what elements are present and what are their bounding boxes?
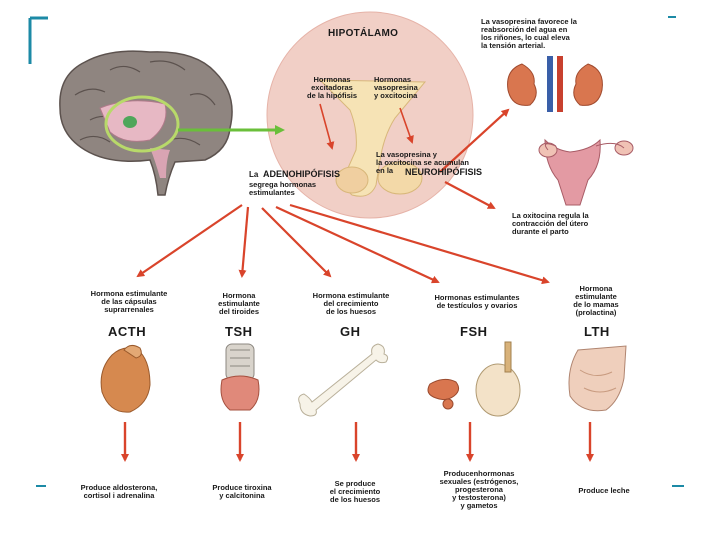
highlight-ring: [104, 95, 180, 153]
effect-gh: Se produce el crecimiento de los huesos: [329, 479, 381, 504]
adeno-suffix: segrega hormonas estimulantes: [249, 180, 317, 197]
hormone-code-gh: GH: [340, 324, 361, 339]
vasopressin-effect-text: La vasopresina favorece la reabsorción d…: [481, 17, 577, 50]
uterus-icon: [538, 138, 634, 206]
effect-fsh: Producenhormonas sexuales (estrógenos, p…: [439, 469, 519, 510]
hormone-desc-acth: Hormona estimulante de las cápsulas supr…: [90, 289, 168, 314]
kidney-icon: [507, 56, 603, 112]
effect-acth: Produce aldosterona, cortisol i adrenali…: [80, 483, 158, 500]
arrow-to-neuro: [399, 107, 414, 144]
arrow-to-adeno: [319, 103, 335, 150]
hormone-desc-gh: Hormona estimulante del crecimiento de l…: [312, 291, 390, 316]
brain-icon: [59, 50, 233, 196]
hormone-code-fsh: FSH: [460, 324, 488, 339]
bone-icon: [298, 343, 389, 417]
neurohypophysis-label: NEUROHIPÓFISIS: [405, 167, 483, 177]
arrow-to-kidney: [439, 108, 510, 173]
excitatory-hormones-label: Hormonas excitadoras de la hipófisis: [306, 75, 357, 100]
thyroid-icon: [220, 343, 260, 411]
hormone-desc-tsh: Hormona estimulante del tiroides: [218, 291, 260, 316]
gonads-icon: [427, 341, 521, 417]
adeno-prefix: La: [249, 170, 259, 179]
adenohypophysis-label: ADENOHIPÓFISIS: [263, 169, 341, 179]
oxytocin-effect-text: La oxitocina regula la contracción del ú…: [512, 211, 589, 236]
hormone-code-tsh: TSH: [225, 324, 253, 339]
hormone-desc-lth: Hormona estimulante de lo mamas (prolact…: [573, 284, 619, 317]
arrow-acth: [136, 204, 243, 278]
arrow-lth: [289, 203, 550, 285]
pituitary-stalk-icon: [318, 79, 427, 197]
hypothalamus-title: HIPOTÁLAMO: [328, 28, 399, 39]
arrow-fsh: [275, 206, 440, 284]
vasopressin-hormones-label: Hormonas vasopresina y oxcitocina: [374, 75, 418, 100]
hormone-desc-fsh: Hormonas estimulantes de testículos y ov…: [434, 293, 520, 310]
hormone-code-lth: LTH: [584, 324, 610, 339]
adrenal-gland-icon: [100, 344, 151, 413]
arrow-tsh: [238, 206, 250, 278]
effect-tsh: Produce tiroxina y calcitonina: [212, 483, 272, 500]
frame-corner-top-left: [28, 16, 48, 64]
accumulate-label: La vasopresina y la oxcitocina se acumul…: [376, 150, 469, 175]
breast-icon: [568, 345, 627, 412]
effect-lth: Produce leche: [578, 486, 630, 495]
hormone-code-acth: ACTH: [108, 324, 147, 339]
arrow-gh: [261, 207, 332, 278]
arrow-to-uterus: [444, 181, 496, 209]
